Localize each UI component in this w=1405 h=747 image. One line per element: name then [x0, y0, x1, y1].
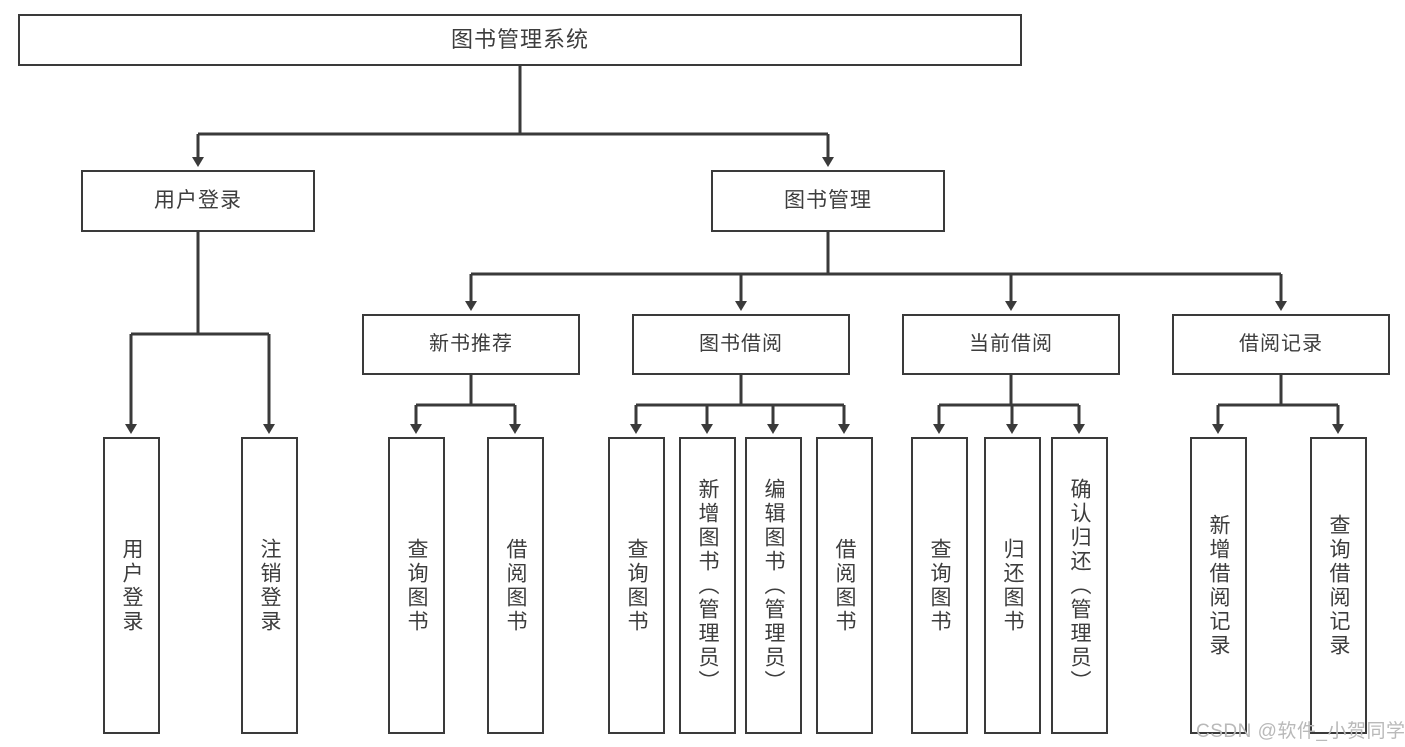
- leaf-add-borrow-record[interactable]: 新增借阅记录: [1190, 437, 1247, 734]
- node-label: 新增借阅记录: [1207, 513, 1230, 658]
- node-root-system[interactable]: 图书管理系统: [18, 14, 1022, 66]
- leaf-user-login[interactable]: 用户登录: [103, 437, 160, 734]
- node-book-management[interactable]: 图书管理: [711, 170, 945, 232]
- node-current-borrow[interactable]: 当前借阅: [902, 314, 1120, 375]
- node-label: 借阅图书: [504, 537, 527, 634]
- node-label: 确认归还（管理员）: [1068, 477, 1091, 694]
- leaf-query-book-recommend[interactable]: 查询图书: [388, 437, 445, 734]
- leaf-add-book-admin[interactable]: 新增图书（管理员）: [679, 437, 736, 734]
- leaf-borrow-book-recommend[interactable]: 借阅图书: [487, 437, 544, 734]
- node-label: 新书推荐: [429, 333, 513, 355]
- leaf-query-book[interactable]: 查询图书: [608, 437, 665, 734]
- node-label: 注销登录: [258, 537, 281, 634]
- node-label: 当前借阅: [969, 333, 1053, 355]
- node-label: 查询图书: [928, 537, 951, 634]
- node-label: 借阅记录: [1239, 333, 1323, 355]
- node-label: 查询借阅记录: [1327, 513, 1350, 658]
- leaf-query-book-current[interactable]: 查询图书: [911, 437, 968, 734]
- node-label: 新增图书（管理员）: [696, 477, 719, 694]
- node-book-borrow[interactable]: 图书借阅: [632, 314, 850, 375]
- leaf-edit-book-admin[interactable]: 编辑图书（管理员）: [745, 437, 802, 734]
- node-label: 用户登录: [154, 188, 242, 212]
- node-label: 图书借阅: [699, 333, 783, 355]
- node-user-login[interactable]: 用户登录: [81, 170, 315, 232]
- node-label: 用户登录: [120, 537, 143, 634]
- node-label: 归还图书: [1001, 537, 1024, 634]
- node-new-book-recommend[interactable]: 新书推荐: [362, 314, 580, 375]
- node-label: 查询图书: [625, 537, 648, 634]
- node-borrow-record[interactable]: 借阅记录: [1172, 314, 1390, 375]
- csdn-watermark: CSDN @软件_小贺同学: [1196, 721, 1405, 742]
- leaf-logout[interactable]: 注销登录: [241, 437, 298, 734]
- leaf-borrow-book[interactable]: 借阅图书: [816, 437, 873, 734]
- node-label: 图书管理系统: [450, 27, 589, 53]
- node-label: 编辑图书（管理员）: [762, 477, 785, 694]
- node-label: 图书管理: [784, 188, 872, 212]
- leaf-return-book[interactable]: 归还图书: [984, 437, 1041, 734]
- node-label: 查询图书: [405, 537, 428, 634]
- leaf-query-borrow-record[interactable]: 查询借阅记录: [1310, 437, 1367, 734]
- node-label: 借阅图书: [833, 537, 856, 634]
- leaf-confirm-return-admin[interactable]: 确认归还（管理员）: [1051, 437, 1108, 734]
